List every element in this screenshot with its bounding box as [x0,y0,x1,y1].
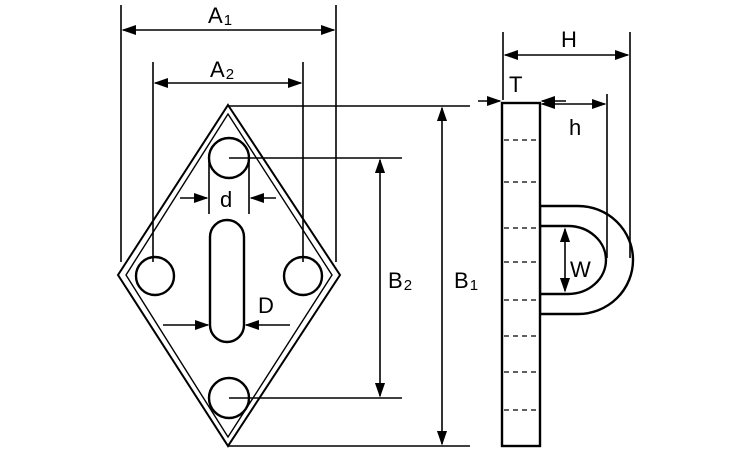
loop-inner [538,224,608,296]
side-dimensions [478,32,631,293]
right-hole [282,255,324,297]
label-d-large: D [258,293,274,318]
label-b1: B1 [454,268,478,294]
label-h-total: H [561,27,577,52]
labels: A1 A2 B2 B1 d D H T h W [208,3,591,318]
side-view [500,101,635,448]
diamond-plate-inner [125,112,333,439]
label-a1: A1 [208,3,232,29]
label-h: h [569,115,581,140]
label-t: T [509,72,522,97]
label-b2: B2 [388,268,412,294]
label-d-small: d [220,187,232,212]
side-plate [500,101,542,448]
left-hole [134,255,176,297]
front-view [116,103,342,448]
front-dimensions [120,5,470,447]
label-w: W [570,257,591,282]
label-a2: A2 [210,57,234,83]
center-slot [208,218,246,344]
